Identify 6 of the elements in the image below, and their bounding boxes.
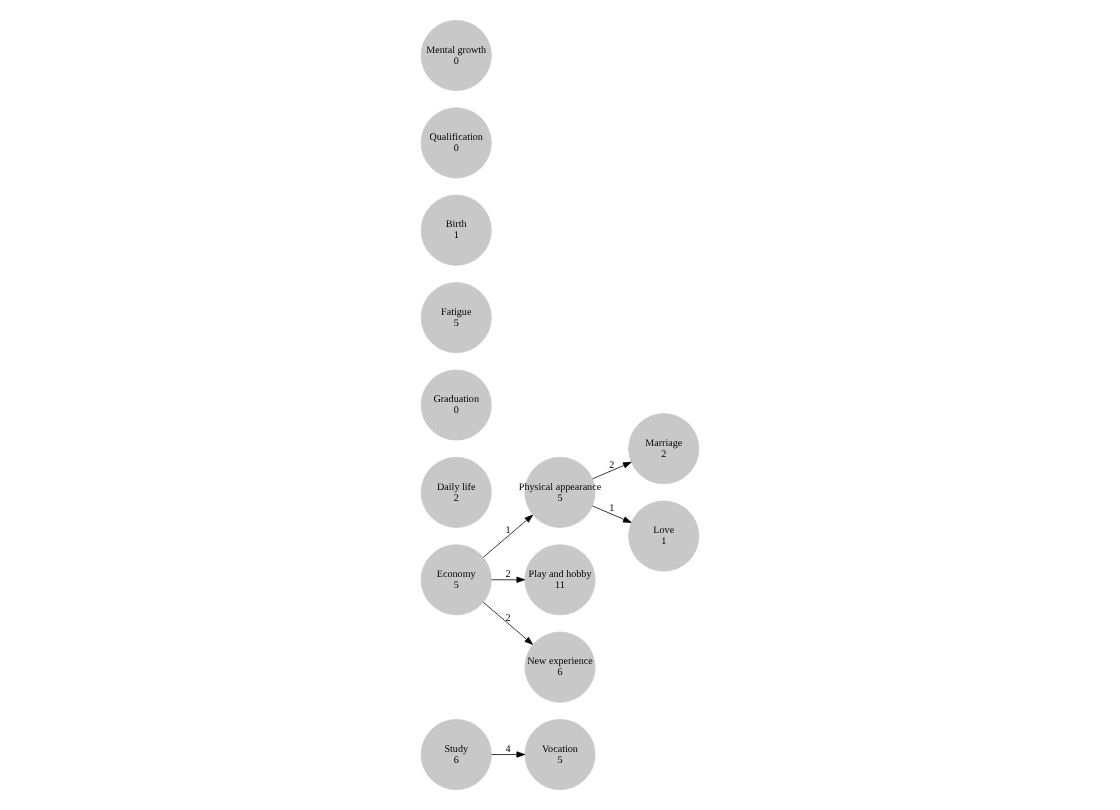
arrow (592, 505, 632, 523)
arrow (482, 601, 533, 645)
arrow (491, 751, 526, 758)
arrow (491, 576, 526, 583)
arrow (592, 461, 632, 480)
arrow (482, 514, 533, 558)
